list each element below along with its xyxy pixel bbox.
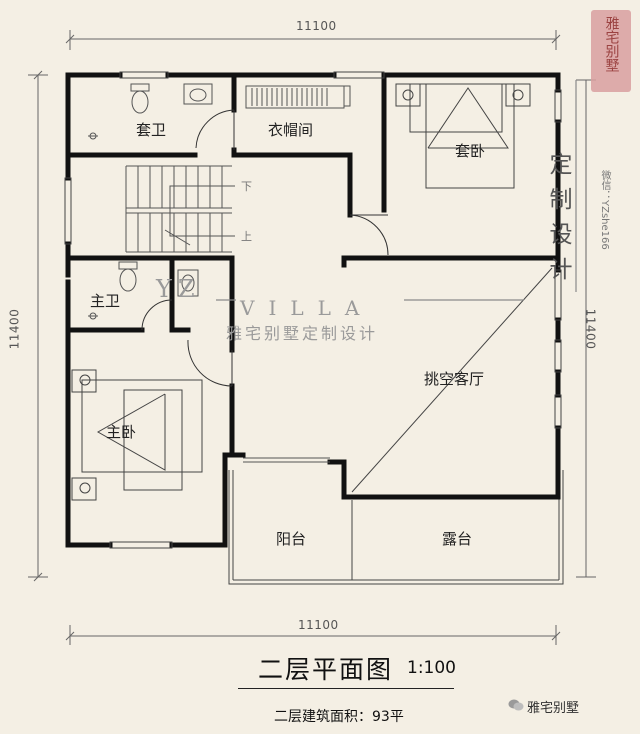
hangers [251, 88, 328, 106]
guest-bed [395, 83, 531, 189]
doors [141, 109, 389, 387]
room-label-master-bath: 主卫 [90, 292, 121, 310]
watermark-lines [216, 80, 577, 301]
wechat-icon [508, 699, 524, 711]
closet-rod [245, 85, 351, 109]
floor-area-note: 二层建筑面积：93平 [274, 709, 404, 725]
staircase [125, 165, 235, 253]
room-label-guest-bath: 套卫 [136, 121, 167, 139]
room-label-cloakroom: 衣帽间 [268, 121, 314, 139]
brand-name: 雅宅别墅 [527, 701, 580, 716]
balcony-outline [228, 470, 564, 585]
vertical-slogan: 定制设计 [549, 152, 573, 283]
room-label-living-void: 挑空客厅 [424, 370, 485, 388]
watermark-villa: VILLA [240, 296, 374, 320]
wechat-id: 微信：YZshe166 [599, 170, 610, 250]
dimension-right: 11400 [583, 308, 598, 350]
void-diagonal [351, 267, 553, 493]
stair-up-label: 上 [241, 230, 252, 243]
guest-bath-fixtures [88, 83, 213, 140]
room-label-master-bedroom: 主卧 [106, 423, 137, 441]
title-underline [238, 688, 454, 689]
dimension-top: 11100 [296, 19, 337, 33]
walls [65, 72, 561, 548]
room-label-guest-bedroom: 套卧 [455, 142, 486, 160]
master-bath-fixtures [88, 261, 199, 320]
watermark-yz: YZ [156, 275, 201, 303]
dimension-lines [28, 30, 596, 645]
stair-down-label: 下 [241, 180, 252, 193]
master-bed [71, 369, 203, 501]
dimension-left: 11400 [7, 308, 22, 350]
drawing-title: 二层平面图 [258, 655, 394, 684]
drawing-scale: 1:100 [407, 658, 456, 678]
windows [64, 71, 562, 549]
room-label-balcony: 阳台 [276, 530, 307, 548]
seal-text: 雅宅别墅 [603, 16, 620, 72]
room-label-terrace: 露台 [442, 530, 473, 548]
watermark-chinese: 雅宅别墅定制设计 [226, 324, 379, 343]
brand-seal: 雅宅别墅 [591, 10, 631, 92]
dimension-bottom: 11100 [298, 618, 339, 632]
sliding-door [243, 457, 330, 463]
